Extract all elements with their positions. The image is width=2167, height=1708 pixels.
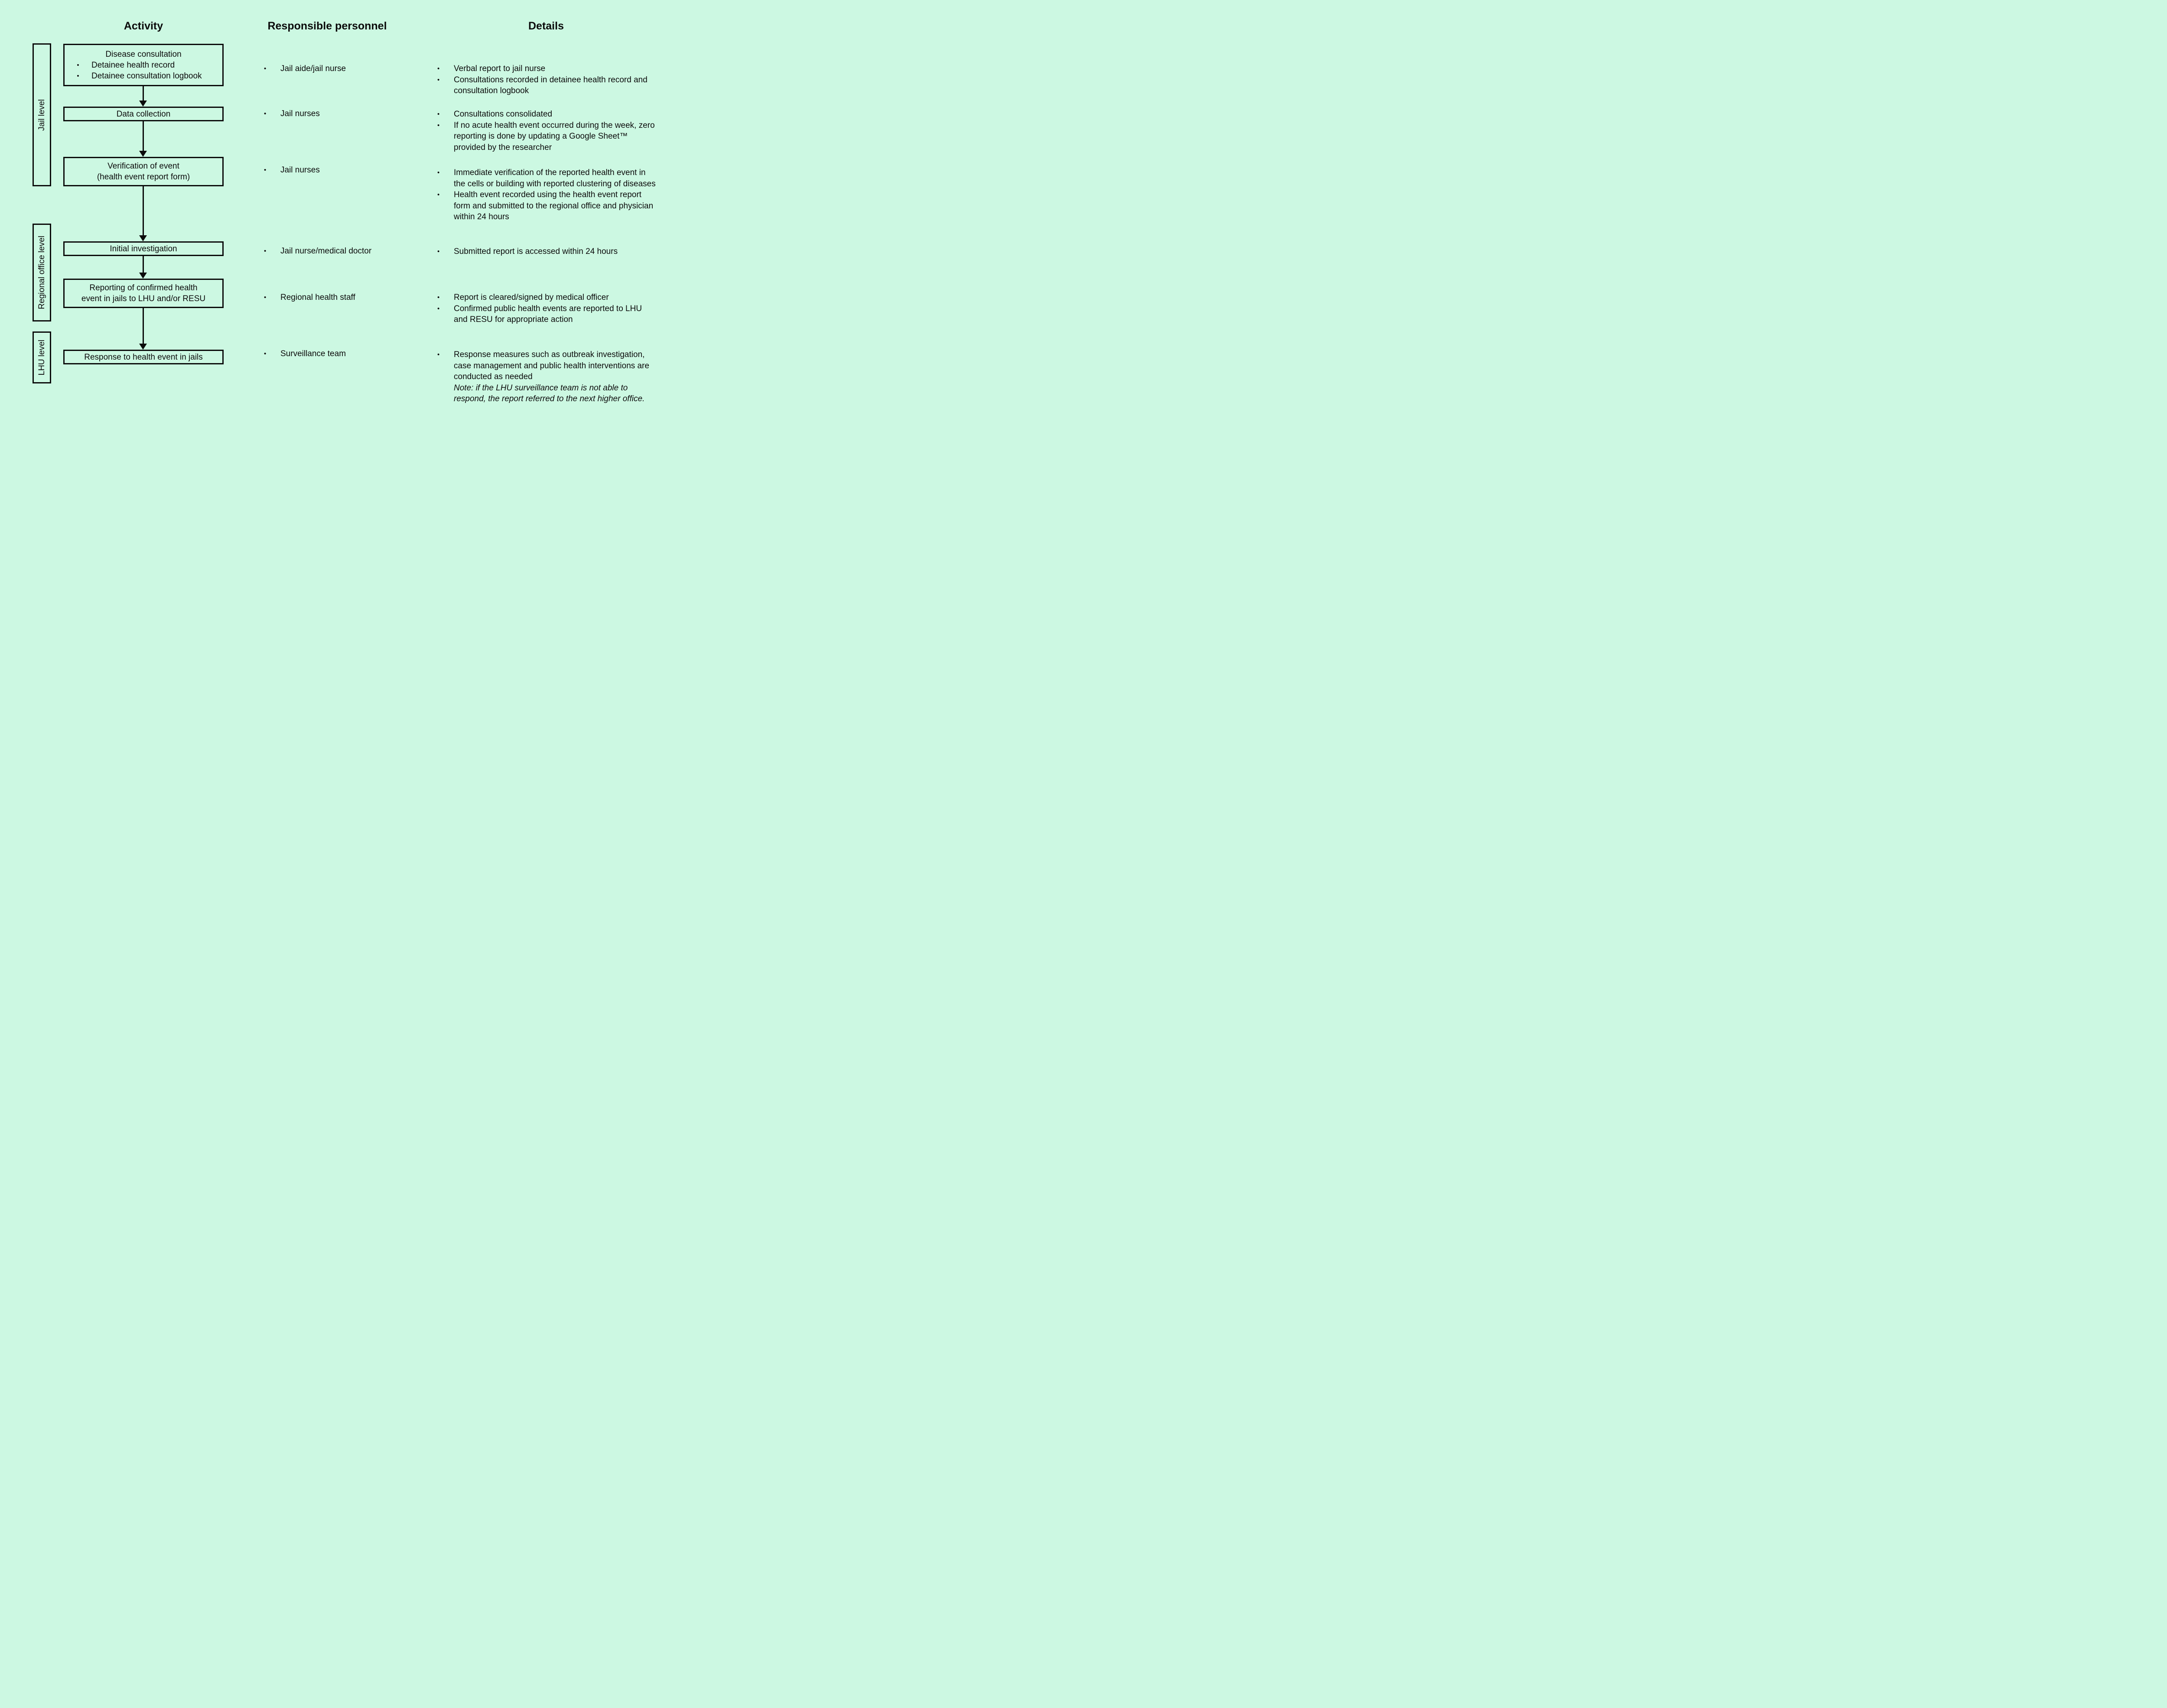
bullet-dot: • (437, 76, 440, 84)
activity-title-line2: event in jails to LHU and/or RESU (81, 294, 206, 303)
detail-text: Confirmed public health events are repor… (454, 304, 642, 325)
flow-arrow-5 (139, 308, 147, 350)
flowchart: Activity Responsible personnel Details J… (0, 0, 675, 427)
activity-bullet-list: • Detainee health record • Detainee cons… (65, 60, 222, 81)
personnel-text: Regional health staff (280, 293, 355, 302)
personnel-text: Jail aide/jail nurse (280, 64, 346, 73)
details-block: • Response measures such as outbreak inv… (436, 349, 657, 405)
personnel-item: • Jail nurses (262, 108, 392, 120)
bullet-dot: • (264, 350, 267, 357)
detail-item: • Immediate verification of the reported… (436, 167, 657, 189)
details-block: • Immediate verification of the reported… (436, 167, 657, 223)
level-box-lhu: LHU level (33, 331, 51, 383)
activity-box-data-collection: Data collection (63, 107, 224, 121)
bullet-dot: • (264, 65, 267, 72)
level-label-lhu: LHU level (37, 339, 46, 376)
column-header-activity: Activity (124, 20, 163, 32)
activity-bullet-text: Detainee consultation logbook (91, 71, 202, 81)
detail-text: Response measures such as outbreak inves… (454, 349, 657, 405)
activity-bullet-item: • Detainee health record (65, 60, 222, 71)
flow-arrow-3 (139, 186, 147, 241)
bullet-dot: • (77, 61, 79, 69)
detail-item: • Verbal report to jail nurse (436, 63, 657, 75)
column-header-personnel: Responsible personnel (267, 20, 387, 32)
bullet-dot: • (437, 191, 440, 198)
detail-item: • Consultations recorded in detainee hea… (436, 75, 657, 97)
flow-arrow-1 (139, 86, 147, 107)
activity-title-line1: Verification of event (107, 162, 179, 171)
activity-box-reporting-confirmed-event: Reporting of confirmed health event in j… (63, 279, 224, 308)
detail-note-italic: Note: if the LHU surveillance team is no… (454, 383, 645, 404)
detail-text: If no acute health event occurred during… (454, 120, 655, 152)
detail-text-main: Response measures such as outbreak inves… (454, 350, 650, 381)
detail-item: • Confirmed public health events are rep… (436, 303, 657, 325)
detail-item: • Health event recorded using the health… (436, 189, 657, 223)
bullet-dot: • (264, 166, 267, 174)
detail-item: • If no acute health event occurred duri… (436, 120, 657, 153)
activity-title: Response to health event in jails (84, 352, 203, 362)
detail-item: • Response measures such as outbreak inv… (436, 349, 657, 405)
personnel-text: Jail nurses (280, 109, 320, 118)
detail-item: • Consultations consolidated (436, 109, 657, 120)
bullet-dot: • (437, 169, 440, 176)
personnel-item: • Jail nurses (262, 165, 392, 176)
activity-bullet-text: Detainee health record (91, 60, 175, 70)
detail-text: Report is cleared/signed by medical offi… (454, 293, 609, 302)
personnel-item: • Surveillance team (262, 348, 392, 360)
detail-text: Consultations consolidated (454, 110, 553, 119)
details-block: • Consultations consolidated • If no acu… (436, 109, 657, 153)
activity-box-verification-of-event: Verification of event (health event repo… (63, 157, 224, 186)
bullet-dot: • (437, 351, 440, 358)
activity-box-initial-investigation: Initial investigation (63, 241, 224, 256)
detail-text: Health event recorded using the health e… (454, 190, 654, 221)
detail-text: Submitted report is accessed within 24 h… (454, 247, 618, 256)
bullet-dot: • (77, 72, 79, 80)
bullet-dot: • (437, 294, 440, 301)
personnel-item: • Jail aide/jail nurse (262, 63, 392, 75)
activity-title: Disease consultation (105, 49, 182, 59)
detail-item: • Submitted report is accessed within 24… (436, 246, 657, 257)
activity-box-disease-consultation: Disease consultation • Detainee health r… (63, 44, 224, 86)
details-block: • Submitted report is accessed within 24… (436, 246, 657, 257)
details-block: • Verbal report to jail nurse • Consulta… (436, 63, 657, 97)
personnel-text: Jail nurses (280, 166, 320, 175)
activity-title-line2: (health event report form) (97, 172, 190, 182)
bullet-dot: • (264, 294, 267, 301)
bullet-dot: • (437, 110, 440, 118)
bullet-dot: • (437, 121, 440, 129)
bullet-dot: • (264, 110, 267, 117)
activity-title: Initial investigation (110, 244, 177, 253)
details-block: • Report is cleared/signed by medical of… (436, 292, 657, 325)
flow-arrow-4 (139, 256, 147, 279)
personnel-text: Surveillance team (280, 349, 346, 358)
detail-item: • Report is cleared/signed by medical of… (436, 292, 657, 303)
bullet-dot: • (437, 305, 440, 312)
personnel-item: • Jail nurse/medical doctor (262, 246, 392, 257)
activity-bullet-item: • Detainee consultation logbook (65, 71, 222, 81)
personnel-text: Jail nurse/medical doctor (280, 247, 372, 256)
level-label-regional-office: Regional office level (37, 236, 46, 309)
level-box-jail: Jail level (33, 43, 51, 186)
bullet-dot: • (437, 248, 440, 255)
activity-box-response-to-event: Response to health event in jails (63, 350, 224, 364)
detail-text: Consultations recorded in detainee healt… (454, 75, 647, 96)
personnel-item: • Regional health staff (262, 292, 392, 303)
detail-text: Verbal report to jail nurse (454, 64, 546, 73)
activity-title: Data collection (116, 109, 171, 119)
column-header-details: Details (528, 20, 564, 32)
flow-arrow-2 (139, 121, 147, 157)
bullet-dot: • (437, 65, 440, 72)
level-label-jail: Jail level (37, 99, 46, 131)
bullet-dot: • (264, 247, 267, 255)
detail-text: Immediate verification of the reported h… (454, 168, 656, 188)
level-box-regional-office: Regional office level (33, 224, 51, 321)
activity-title-line1: Reporting of confirmed health (89, 283, 198, 292)
